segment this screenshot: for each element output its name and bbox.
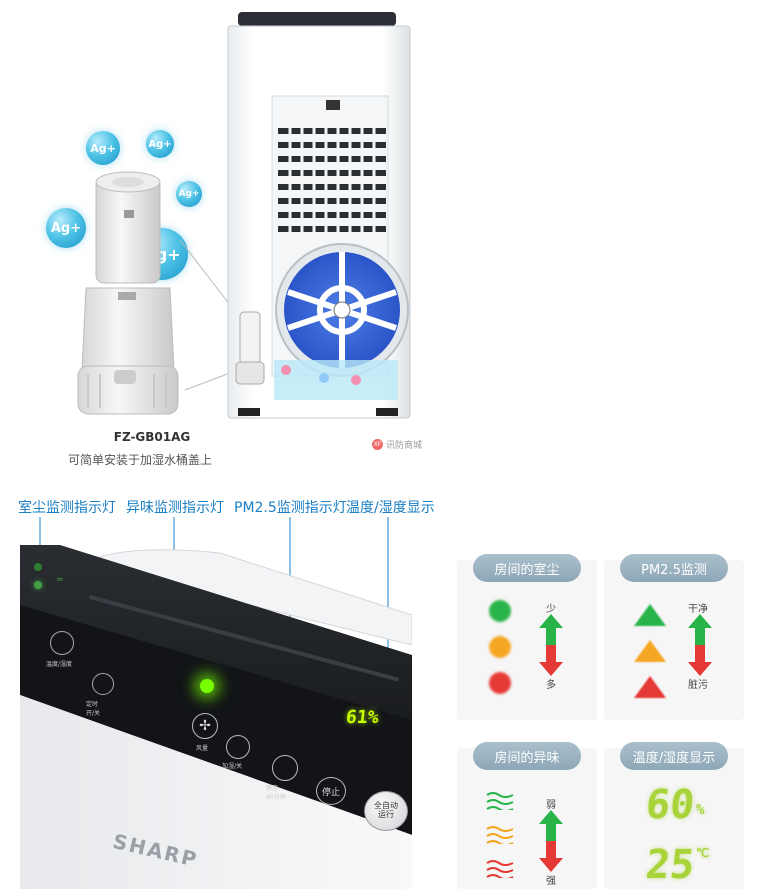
cartridge-caption: 可简单安装于加湿水桶盖上 [67, 453, 212, 467]
odor-card-title: 房间的异味 [473, 742, 581, 770]
pm25-indicator-led [200, 679, 214, 693]
temp-humidity-display-card: 温度/湿度显示 60 % 25 ℃ [604, 742, 744, 889]
stop-button[interactable]: 停止 [316, 777, 346, 805]
pm25-level-red-light [634, 676, 666, 698]
ag-ion-bubble: Ag+ [146, 130, 174, 158]
air-purifier-back-view-image [227, 12, 411, 419]
odor-weak-label: 弱 [546, 800, 556, 811]
pm25-level-green-light [634, 604, 666, 626]
humidity-unit: % [696, 802, 705, 818]
humidify-button-label: 加湿/关 [222, 763, 243, 770]
sleep-button[interactable] [272, 755, 298, 781]
dust-less-label: 少 [546, 604, 556, 615]
control-panel-photo: ≈ 61% 温度/湿度 定时 开/关 ✢ 风量 加湿/关 静音 60分钟 停止 … [20, 545, 412, 889]
display-card-title: 温度/湿度显示 [620, 742, 728, 770]
dust-level-card: 房间的室尘 少 多 [457, 554, 597, 720]
ag-ion-bubble: Ag+ [176, 181, 202, 207]
auto-run-button[interactable]: 全自动 运行 [364, 791, 408, 831]
timer-button[interactable] [92, 673, 114, 695]
humidity-display: 61% [344, 707, 380, 728]
sleep-button-label: 静音 60分钟 [266, 785, 286, 801]
odor-level-card: 房间的异味 弱 强 [457, 742, 597, 889]
dust-level-orange-light [489, 636, 511, 658]
watermark-logo: XF [372, 439, 383, 450]
fan-button[interactable]: ✢ [192, 713, 218, 739]
odor-indicator-icon: ≈ [56, 575, 64, 585]
dust-indicator-led [34, 581, 42, 589]
humidify-button[interactable] [226, 735, 250, 759]
up-down-arrow-icon [688, 614, 712, 676]
timer-button-label: 定时 开/关 [86, 701, 101, 717]
pm25-card-title: PM2.5监测 [620, 554, 728, 582]
callout-odor-indicator: 异味监测指示灯 [126, 500, 224, 516]
pm25-clean-label: 干净 [688, 604, 708, 615]
up-down-arrow-icon [539, 614, 563, 676]
dust-level-red-light [489, 672, 511, 694]
product-hero: Ag+ Ag+ Ag+ Ag+ Ag+ [46, 12, 422, 467]
pm25-level-orange-light [634, 640, 666, 662]
odor-level-red-icon [486, 860, 514, 878]
ag-ion-bubble: Ag+ [46, 208, 86, 248]
callout-dust-indicator: 室尘监测指示灯 [18, 500, 116, 516]
ag-ion-bubble: Ag+ [86, 131, 120, 165]
pm25-dirty-label: 脏污 [688, 680, 708, 691]
dust-level-green-light [489, 600, 511, 622]
humidity-reading: 60 [643, 782, 697, 828]
watermark-text: 讯防商城 [386, 441, 423, 451]
odor-level-orange-icon [486, 826, 514, 844]
ag-ion-cartridge-image [77, 171, 179, 415]
odor-level-green-icon [486, 792, 514, 810]
odor-strong-label: 强 [546, 876, 556, 887]
callout-pm25-indicator: PM2.5监测指示灯 [234, 500, 347, 516]
temperature-unit: ℃ [696, 846, 710, 860]
watermark: XF 讯防商城 [372, 438, 422, 451]
dust-card-title: 房间的室尘 [473, 554, 581, 582]
auto-run-button-label: 全自动 运行 [374, 801, 398, 819]
pm25-level-card: PM2.5监测 干净 脏污 [604, 554, 744, 720]
dust-more-label: 多 [546, 680, 556, 691]
stop-button-label: 停止 [321, 787, 340, 798]
up-down-arrow-icon [539, 810, 563, 872]
temperature-reading: 25 [643, 842, 697, 888]
cartridge-model-code: FZ-GB01AG [113, 430, 191, 444]
temp-humidity-button-label: 温度/湿度 [46, 661, 73, 668]
fan-button-label: 风量 [196, 745, 209, 752]
callout-temp-humidity-display: 温度/湿度显示 [346, 500, 435, 516]
temp-humidity-button[interactable] [50, 631, 74, 655]
dust-indicator-led [34, 563, 42, 571]
